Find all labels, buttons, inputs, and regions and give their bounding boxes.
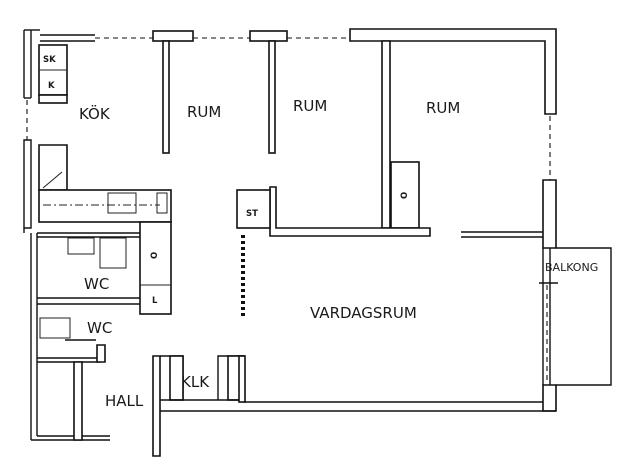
room-label-balkong: BALKONG bbox=[545, 261, 598, 274]
fixture-label-o-rum3: O bbox=[400, 192, 410, 199]
room-label-rum-2: RUM bbox=[293, 97, 327, 115]
fixture-label-l: L bbox=[152, 296, 158, 306]
room-label-vardagsrum: VARDAGSRUM bbox=[310, 304, 417, 322]
room-label-rum-3: RUM bbox=[426, 99, 460, 117]
fixture-label-k: K bbox=[48, 81, 55, 91]
room-label-hall: HALL bbox=[105, 392, 144, 410]
room-label-rum-1: RUM bbox=[187, 103, 221, 121]
fixture-label-st: ST bbox=[246, 209, 258, 219]
lower-wall bbox=[152, 355, 556, 457]
right-wall bbox=[539, 116, 612, 412]
room-label-wc-2: WC bbox=[87, 319, 112, 337]
room-label-wc-1: WC bbox=[84, 275, 109, 293]
top-wall bbox=[40, 28, 557, 115]
room-label-klk: KLK bbox=[181, 373, 210, 391]
kitchen-cabinets bbox=[38, 44, 172, 223]
room-label-kok: KÖK bbox=[79, 104, 111, 123]
wc-block bbox=[37, 221, 172, 441]
left-wall bbox=[23, 29, 110, 441]
fixture-label-o-wc: O bbox=[150, 252, 160, 259]
bedroom-walls bbox=[162, 40, 545, 238]
fixture-label-sk: SK bbox=[43, 55, 56, 65]
